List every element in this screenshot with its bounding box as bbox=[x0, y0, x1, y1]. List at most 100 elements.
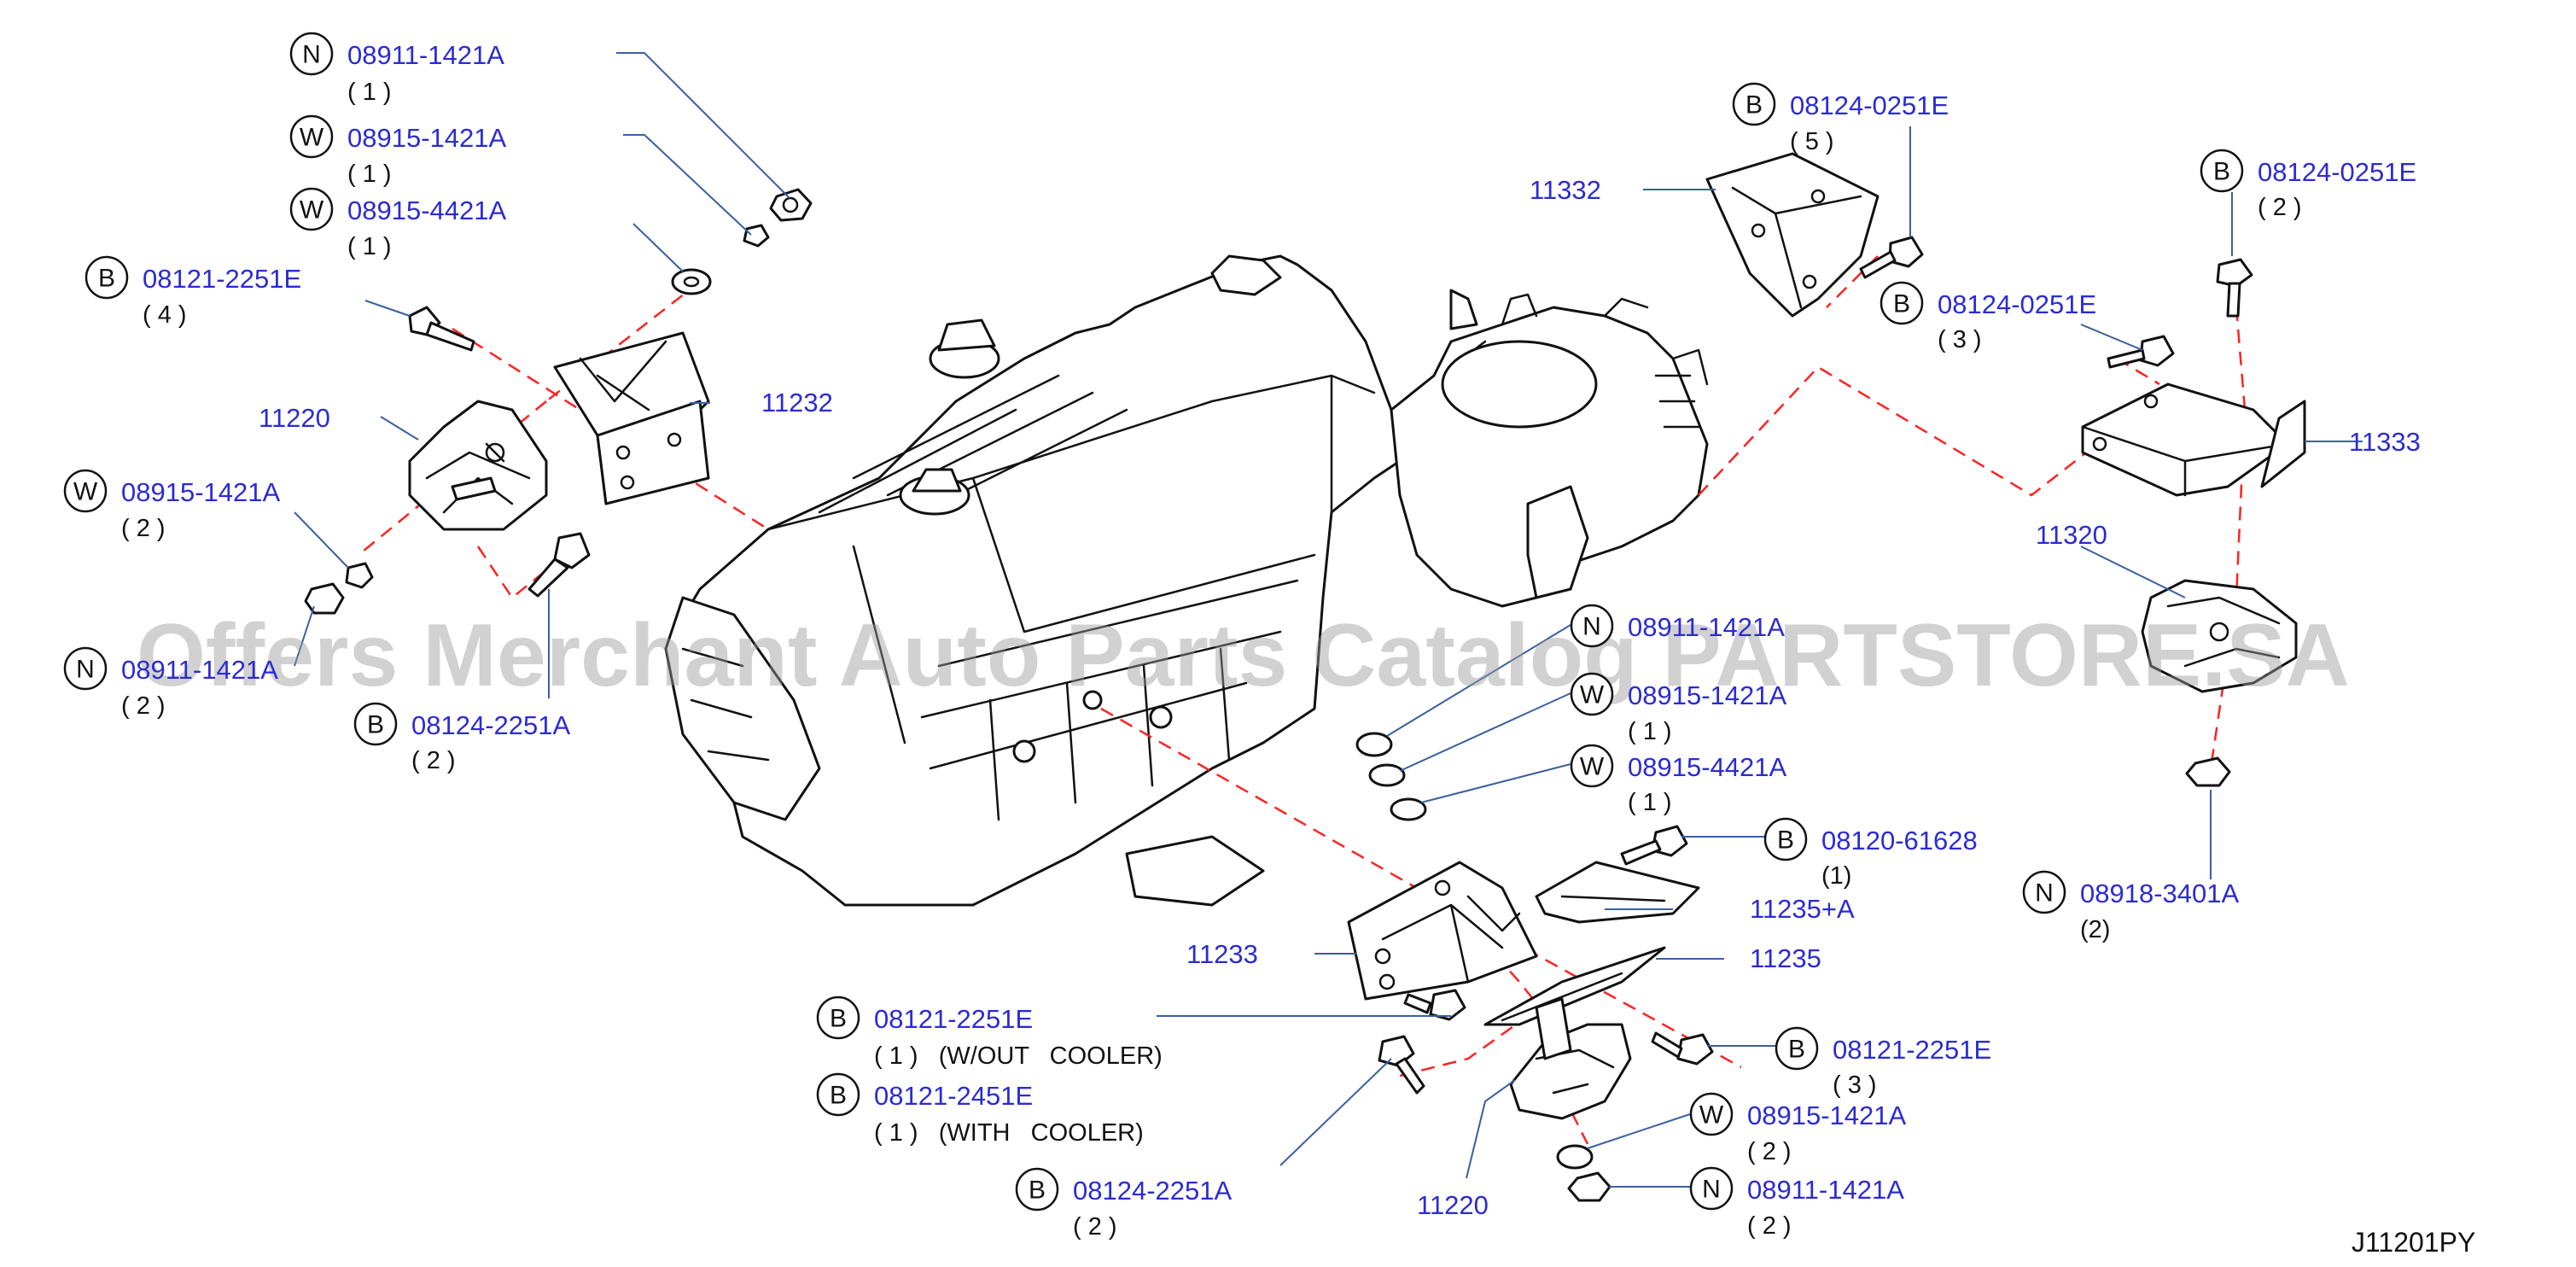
quantity: ( 2 ) bbox=[121, 692, 166, 720]
bolt-icon-9 bbox=[1651, 1031, 1714, 1066]
part-label-11220[interactable]: 11220 bbox=[259, 403, 330, 433]
callout-letter: W bbox=[1580, 753, 1605, 781]
callout-c12[interactable]: W 08915-1421A ( 1 ) bbox=[1570, 672, 1786, 745]
diagram-code: J11201PY bbox=[2352, 1227, 2475, 1258]
part-number[interactable]: 08915-4421A bbox=[347, 196, 506, 225]
part-label-11220-bottom[interactable]: 11220 bbox=[1417, 1190, 1489, 1220]
callout-letter: B bbox=[1746, 91, 1763, 120]
nut-icon-4 bbox=[1355, 732, 1393, 757]
spring-washer-icon-2 bbox=[345, 562, 374, 589]
fasteners-and-brackets bbox=[304, 152, 2306, 1202]
part-number[interactable]: 08915-1421A bbox=[1747, 1101, 1906, 1130]
part-number[interactable]: 08918-3401A bbox=[2080, 879, 2239, 908]
crossmember-11320-icon bbox=[2141, 579, 2298, 693]
callout-c4[interactable]: B 08121-2251E ( 4 ) bbox=[85, 255, 301, 329]
callout-letter: N bbox=[2035, 879, 2054, 908]
part-label-11332[interactable]: 11332 bbox=[1530, 175, 1601, 205]
plate-11235a-icon bbox=[1535, 861, 1700, 924]
callout-c9[interactable]: B 08124-0251E ( 2 ) bbox=[2200, 149, 2416, 221]
quantity: ( 2 ) bbox=[411, 747, 456, 774]
callout-c6[interactable]: N 08911-1421A ( 2 ) bbox=[63, 646, 278, 720]
quantity: ( 1 ) bbox=[1628, 789, 1672, 816]
flat-washer-icon bbox=[671, 268, 712, 295]
callout-c17[interactable]: B 08121-2451E ( 1 ) (WITH COOLER) bbox=[816, 1072, 1144, 1147]
bolt-icon-5 bbox=[2107, 335, 2175, 369]
callout-c20[interactable]: W 08915-1421A ( 2 ) bbox=[1689, 1092, 1906, 1165]
part-number[interactable]: 08121-2451E bbox=[874, 1081, 1033, 1111]
quantity: (1) bbox=[1821, 862, 1851, 890]
bracket-11232-icon bbox=[553, 331, 710, 505]
part-label-11333[interactable]: 11333 bbox=[2349, 427, 2421, 457]
quantity: ( 2 ) bbox=[1073, 1213, 1117, 1241]
callout-c3[interactable]: W 08915-4421A ( 1 ) bbox=[289, 187, 506, 260]
part-number[interactable]: 08915-1421A bbox=[121, 477, 280, 507]
quantity: ( 1 ) bbox=[347, 161, 392, 188]
part-label-11233[interactable]: 11233 bbox=[1186, 939, 1258, 969]
quantity: ( 5 ) bbox=[1790, 128, 1834, 155]
callout-letter: W bbox=[1580, 681, 1605, 709]
quantity: ( 1 ) (W/OUT COOLER) bbox=[874, 1042, 1163, 1070]
callout-letter: B bbox=[830, 1005, 847, 1033]
callout-badge bbox=[1570, 672, 1614, 716]
callout-c1[interactable]: N 08911-1421A ( 1 ) bbox=[289, 32, 504, 106]
part-number[interactable]: 08911-1421A bbox=[121, 655, 278, 685]
bolt-icon-6 bbox=[1620, 825, 1688, 866]
bolt-icon-8 bbox=[1378, 1035, 1425, 1095]
part-number[interactable]: 08915-1421A bbox=[1628, 680, 1786, 710]
nut-icon-2 bbox=[304, 582, 345, 615]
callout-letter: N bbox=[76, 656, 95, 684]
bolt-icon-3 bbox=[1859, 236, 1924, 279]
part-number[interactable]: 08124-2251A bbox=[1073, 1176, 1232, 1206]
callout-letter: N bbox=[1582, 613, 1601, 641]
callout-badge bbox=[1775, 1026, 1819, 1071]
quantity: ( 1 ) (WITH COOLER) bbox=[874, 1119, 1144, 1147]
part-number[interactable]: 08911-1421A bbox=[1747, 1175, 1904, 1205]
leader-lines bbox=[294, 52, 2363, 1188]
part-number[interactable]: 08911-1421A bbox=[1628, 612, 1785, 642]
part-label-11232[interactable]: 11232 bbox=[761, 388, 833, 417]
part-number[interactable]: 08121-2251E bbox=[1833, 1035, 1991, 1065]
callout-letter: W bbox=[300, 196, 324, 225]
bracket-11333-icon bbox=[2081, 382, 2306, 497]
quantity: ( 1 ) bbox=[1628, 718, 1672, 745]
part-label-11235[interactable]: 11235 bbox=[1750, 943, 1821, 973]
transmission-illustration bbox=[1390, 289, 1709, 608]
part-number[interactable]: 08121-2251E bbox=[874, 1004, 1033, 1034]
callout-c8[interactable]: B 08124-0251E ( 5 ) bbox=[1732, 82, 1949, 155]
callout-c14[interactable]: B 08120-61628 (1) bbox=[1763, 817, 1978, 890]
part-number[interactable]: 08124-0251E bbox=[1790, 90, 1949, 120]
part-number[interactable]: 08124-0251E bbox=[1938, 289, 2096, 319]
quantity: ( 3 ) bbox=[1833, 1071, 1877, 1099]
bolt-icon-4 bbox=[2216, 258, 2253, 318]
callout-letter: W bbox=[73, 478, 98, 506]
callout-c2[interactable]: W 08915-1421A ( 1 ) bbox=[289, 114, 506, 188]
callout-letter: B bbox=[1788, 1036, 1805, 1064]
callout-c18[interactable]: B 08124-2251A ( 2 ) bbox=[1015, 1167, 1232, 1241]
part-label-11320[interactable]: 11320 bbox=[2036, 520, 2107, 550]
part-number[interactable]: 08121-2251E bbox=[143, 264, 301, 294]
callout-c5[interactable]: W 08915-1421A ( 2 ) bbox=[63, 469, 280, 542]
part-label-11235a[interactable]: 11235+A bbox=[1750, 894, 1855, 924]
callout-c21[interactable]: N 08911-1421A ( 2 ) bbox=[1689, 1166, 1904, 1240]
part-number[interactable]: 08124-2251A bbox=[411, 710, 570, 740]
callout-c10[interactable]: B 08124-0251E ( 3 ) bbox=[1880, 281, 2096, 353]
bolt-icon-2 bbox=[527, 532, 591, 598]
callout-letter: B bbox=[2213, 158, 2230, 186]
callout-c16[interactable]: B 08121-2251E ( 1 ) (W/OUT COOLER) bbox=[816, 996, 1163, 1070]
part-number[interactable]: 08915-1421A bbox=[347, 123, 506, 153]
callout-badge bbox=[2200, 149, 2244, 193]
part-number[interactable]: 08120-61628 bbox=[1821, 826, 1978, 855]
callout-letter: B bbox=[1029, 1176, 1046, 1205]
callout-c19[interactable]: B 08121-2251E ( 3 ) bbox=[1775, 1026, 1991, 1099]
part-number[interactable]: 08124-0251E bbox=[2258, 157, 2416, 187]
callout-c7[interactable]: B 08124-2251A ( 2 ) bbox=[353, 702, 570, 774]
callout-badge bbox=[1689, 1166, 1734, 1211]
part-number[interactable]: 08915-4421A bbox=[1628, 752, 1786, 782]
callout-c15[interactable]: N 08918-3401A (2) bbox=[2022, 870, 2239, 943]
nut-icon-3 bbox=[2185, 756, 2231, 787]
callout-c11[interactable]: N 08911-1421A bbox=[1570, 604, 1785, 648]
quantity: ( 2 ) bbox=[121, 515, 166, 542]
part-number[interactable]: 08911-1421A bbox=[347, 40, 504, 70]
plate-11235-icon bbox=[1483, 946, 1666, 1026]
callout-c13[interactable]: W 08915-4421A ( 1 ) bbox=[1570, 744, 1786, 816]
